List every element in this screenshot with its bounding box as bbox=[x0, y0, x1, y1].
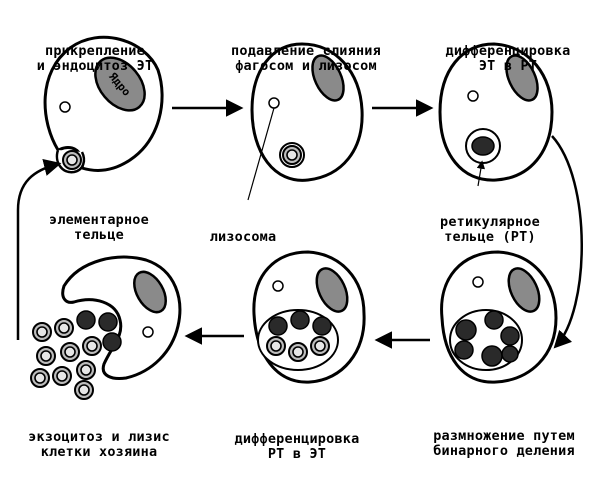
reticular-body bbox=[472, 137, 494, 155]
inclusion-dot-4 bbox=[473, 277, 483, 287]
lysosome-dot bbox=[269, 98, 279, 108]
inclusion-dot-1 bbox=[60, 102, 70, 112]
elementary-body-in-phagosome bbox=[283, 146, 301, 164]
cell-lysis bbox=[31, 257, 180, 399]
inclusion-dot-5 bbox=[273, 281, 283, 291]
label-lysosome: лизосома bbox=[188, 200, 298, 260]
elementary-body-entering bbox=[63, 151, 81, 169]
cell-diff2 bbox=[254, 252, 364, 382]
inclusion-dot-3 bbox=[468, 91, 478, 101]
inclusion-dot-6 bbox=[143, 327, 153, 337]
released-elementary-bodies bbox=[31, 319, 101, 399]
cell-divide bbox=[442, 252, 556, 382]
